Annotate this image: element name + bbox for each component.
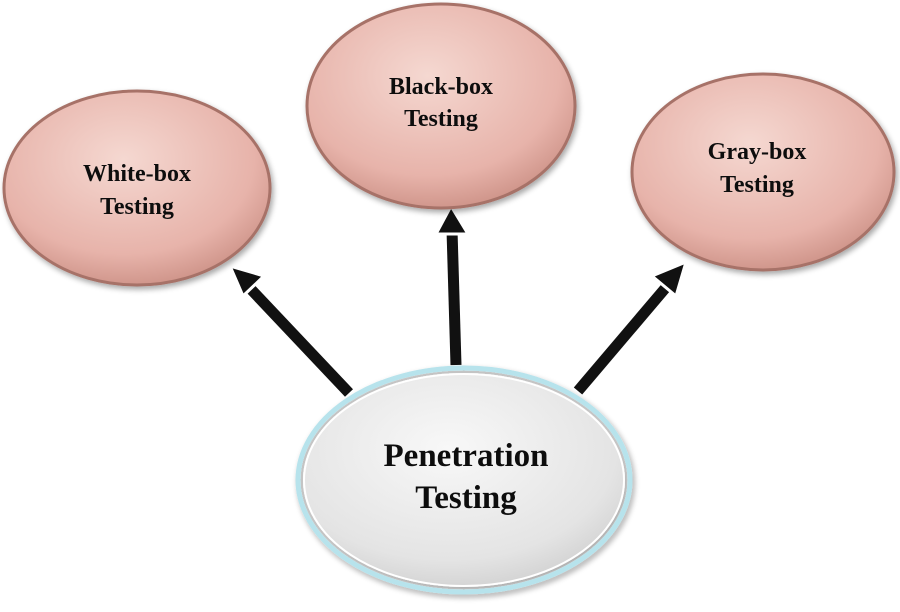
center-label-line2: Testing	[415, 480, 517, 516]
gray-box-label-line2: Testing	[720, 172, 794, 198]
node-gray-box: Gray-box Testing	[630, 72, 896, 272]
node-penetration-testing: Penetration Testing	[295, 365, 633, 595]
gray-box-label-line1: Gray-box	[708, 139, 807, 165]
white-box-label-line1: White-box	[83, 161, 191, 187]
black-box-label-line2: Testing	[404, 106, 478, 132]
center-label-line1: Penetration	[384, 438, 549, 474]
arrow-to-black-box	[433, 202, 471, 366]
white-box-label-line2: Testing	[100, 194, 174, 220]
node-white-box: White-box Testing	[2, 89, 272, 287]
black-box-label-line1: Black-box	[389, 74, 493, 100]
node-black-box: Black-box Testing	[305, 2, 577, 210]
arrow-to-gray-box	[571, 259, 689, 397]
arrow-to-white-box	[227, 263, 356, 399]
